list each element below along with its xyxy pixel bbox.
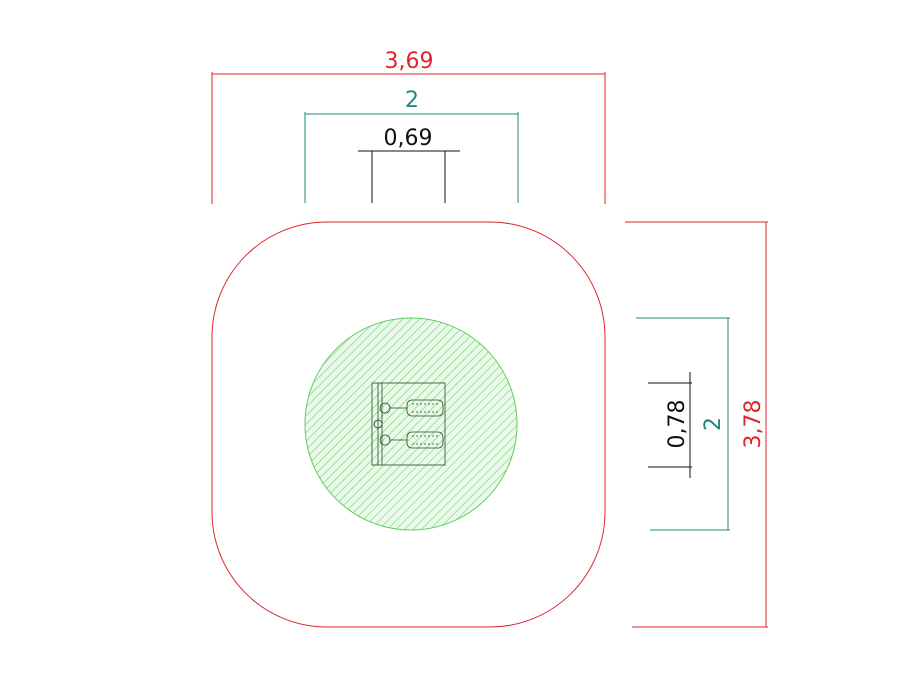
dimension-zone-width — [304, 112, 519, 203]
dimension-equipment-depth — [648, 372, 692, 478]
equipment-plan — [371, 382, 446, 466]
overall-depth-label: 3,78 — [741, 400, 766, 449]
dimension-equipment-width — [358, 150, 460, 203]
zone-depth-label: 2 — [701, 417, 726, 431]
equipment-depth-label: 0,78 — [665, 400, 690, 449]
overall-width-label: 3,69 — [385, 49, 434, 74]
zone-width-label: 2 — [405, 88, 419, 113]
dimension-overall-depth — [625, 221, 768, 628]
equipment-width-label: 0,69 — [384, 126, 433, 151]
safety-area-outline — [211, 221, 606, 628]
fall-zone-circle — [304, 317, 518, 531]
dimension-overall-width — [211, 72, 606, 204]
dimension-zone-depth — [636, 317, 730, 531]
